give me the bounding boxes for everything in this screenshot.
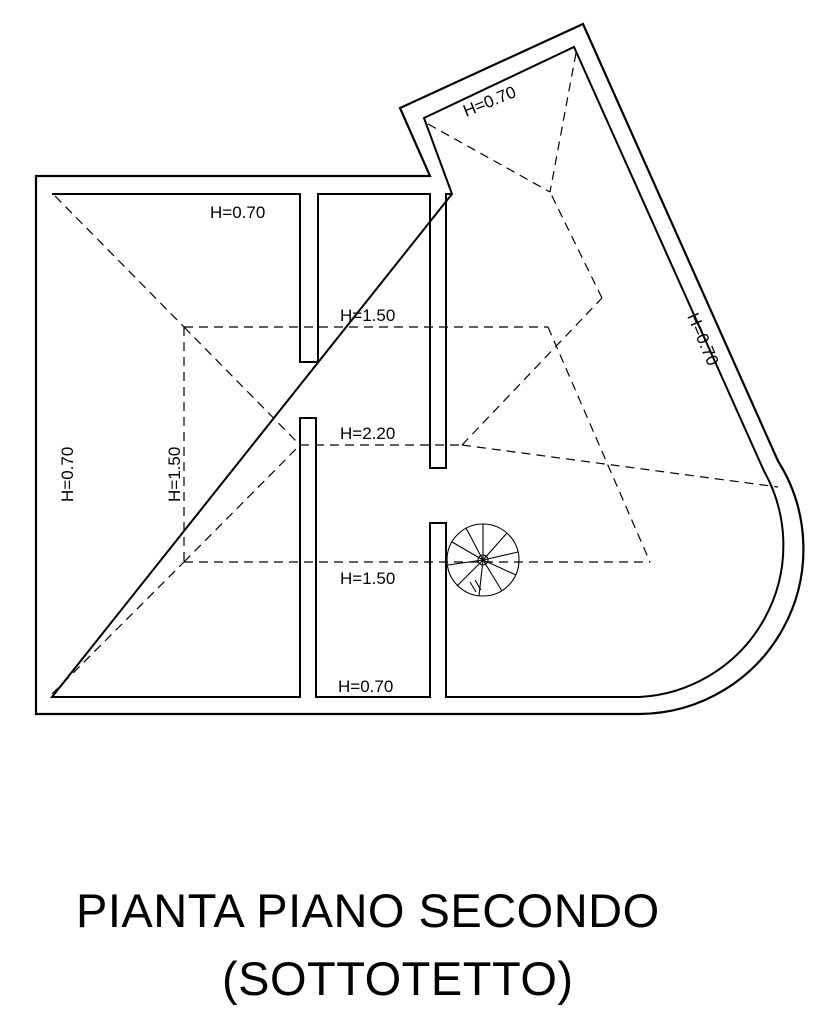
label-left-wall: H=0.70	[58, 447, 77, 502]
hip-wing-left	[427, 123, 551, 193]
inner-wall-wing	[49, 45, 785, 698]
outer-wall	[34, 22, 805, 716]
label-ridge-lower: H=1.50	[340, 569, 395, 588]
label-top-left-room: H=0.70	[210, 203, 265, 222]
hip-wing-lower	[461, 297, 603, 446]
label-ridge-middle: H=2.20	[340, 424, 395, 443]
spiral-staircase-icon	[446, 523, 520, 597]
label-ridge-upper: H=1.50	[340, 306, 395, 325]
plan-title: PIANTA PIANO SECONDO	[76, 884, 660, 937]
label-bottom-center-room: H=0.70	[338, 677, 393, 696]
hip-wing-upper	[549, 191, 603, 299]
plan-subtitle: (SOTTOTETTO)	[222, 952, 574, 1005]
label-left-ridge: H=1.50	[165, 447, 184, 502]
inner-wall-left-room	[52, 193, 452, 469]
hip-right-vertical	[547, 326, 651, 563]
roof-lines	[51, 52, 779, 695]
hip-top-left	[54, 195, 185, 328]
hip-middle-right	[461, 444, 779, 488]
label-right-diagonal-wall: H=0.70	[683, 310, 722, 368]
label-top-wing: H=0.70	[460, 82, 518, 120]
hip-center-upper	[183, 326, 301, 446]
hip-wing-top	[549, 52, 577, 193]
hip-bottom-left	[51, 561, 185, 695]
hip-center-lower	[183, 444, 301, 563]
